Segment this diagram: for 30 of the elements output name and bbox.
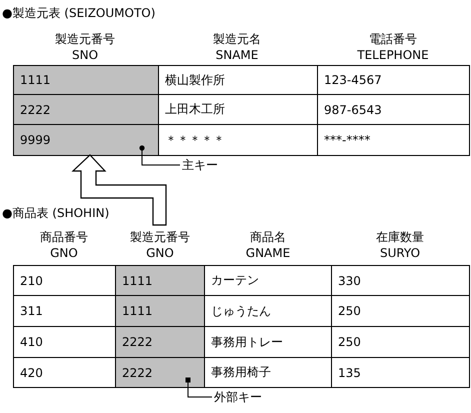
table-cell: 330 <box>331 265 470 296</box>
field-name: GNAME <box>244 246 292 260</box>
column-heading: 製造元番号 <box>129 229 191 246</box>
field-name: SNO <box>70 48 100 62</box>
column-heading: 製造元名 <box>212 31 262 48</box>
leader-line <box>139 145 180 166</box>
table-cell: 135 <box>331 357 470 388</box>
key-column <box>13 65 158 155</box>
table-title: ●商品表 (SHOHIN) <box>2 205 110 222</box>
table-cell: 210 <box>13 265 116 296</box>
field-name: GNO <box>145 246 175 260</box>
field-name: SNAME <box>214 48 260 62</box>
column-heading: 電話番号 <box>368 31 418 48</box>
field-name: SURYO <box>378 246 422 260</box>
leader-line <box>186 378 212 398</box>
column-heading: 在庫数量 <box>375 229 425 246</box>
field-name: GNO <box>49 246 79 260</box>
table-cell: 1111 <box>13 65 159 95</box>
field-name: TELEPHONE <box>356 48 430 62</box>
column-heading: 商品名 <box>249 229 287 246</box>
block-arrow <box>71 154 167 226</box>
table-title: ●製造元表 (SEIZOUMOTO) <box>2 5 156 22</box>
table-cell: ***-**** <box>317 124 470 156</box>
table-cell: 123-4567 <box>317 65 470 95</box>
callout-label: 主キー <box>182 157 218 174</box>
table-cell: 9999 <box>13 124 159 156</box>
column-heading: 商品番号 <box>39 229 89 246</box>
column-heading: 製造元番号 <box>54 31 116 48</box>
table-cell: 420 <box>13 357 116 388</box>
callout-label: 外部キー <box>214 389 262 406</box>
